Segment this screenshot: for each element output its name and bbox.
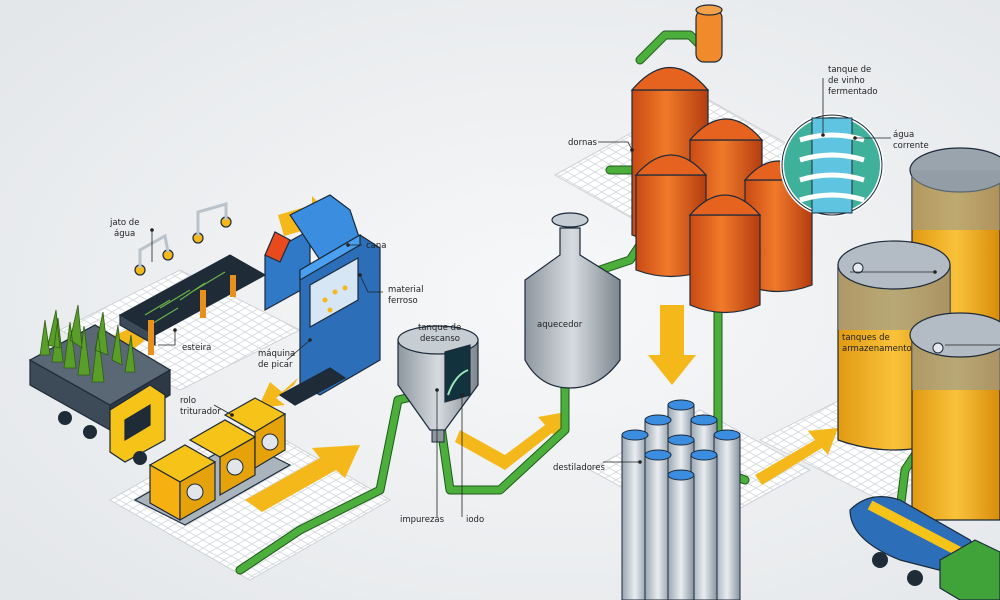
- label-leaders: [150, 78, 1000, 517]
- label-running-water-line1: água: [893, 130, 914, 140]
- label-belt: esteira: [182, 343, 211, 353]
- label-roller-line2: triturador: [180, 407, 221, 417]
- label-chopper-line2: de picar: [258, 360, 293, 370]
- heater: [524, 212, 621, 389]
- distillers: [621, 399, 741, 600]
- label-vats: dornas: [568, 138, 598, 148]
- label-roller-line1: rolo: [180, 396, 196, 406]
- storage-tanks: [837, 147, 1000, 521]
- label-water-jet-line1: jato de: [109, 218, 139, 228]
- label-running-water-line2: corrente: [893, 141, 929, 151]
- arrow-to-heater: [455, 412, 566, 470]
- labels: jato de água esteira cana material ferro…: [109, 65, 929, 525]
- label-distillers: destiladores: [553, 463, 605, 473]
- label-impurities: impurezas: [400, 515, 445, 525]
- tanker-truck: [849, 496, 1000, 600]
- label-rest-tank-line1: tanque de: [418, 323, 461, 333]
- label-wine-tank-line3: fermentado: [828, 87, 878, 97]
- label-wine-tank-line1: tanque de: [828, 65, 871, 75]
- label-ferrous-line2: ferroso: [388, 296, 418, 306]
- arrow-to-rollers: [258, 378, 298, 408]
- arrow-to-storage: [755, 428, 838, 485]
- label-water-jet-line2: água: [114, 229, 135, 239]
- fermentation-vats: [630, 4, 814, 314]
- label-sludge: iodo: [466, 515, 484, 525]
- cane-truck: [28, 304, 172, 465]
- crushing-rollers: [133, 397, 292, 526]
- small-tank: [695, 4, 723, 63]
- flow-arrows: [95, 196, 838, 512]
- label-storage-line1: tanques de: [842, 333, 890, 343]
- rest-tank: [397, 325, 479, 443]
- label-chopper-line1: máquina: [258, 349, 295, 359]
- label-cane: cana: [366, 241, 386, 251]
- label-rest-tank-line2: descanso: [420, 334, 460, 344]
- label-storage-line2: armazenamento: [842, 344, 912, 354]
- roller-unit: [148, 444, 217, 522]
- arrow-rollers-to-tank: [245, 445, 360, 512]
- wine-tank-detail: [780, 113, 884, 217]
- label-heater: aquecedor: [537, 320, 583, 330]
- label-ferrous-line1: material: [388, 285, 423, 295]
- label-wine-tank-line2: de vinho: [828, 76, 865, 86]
- arrow-to-distillers: [648, 305, 696, 385]
